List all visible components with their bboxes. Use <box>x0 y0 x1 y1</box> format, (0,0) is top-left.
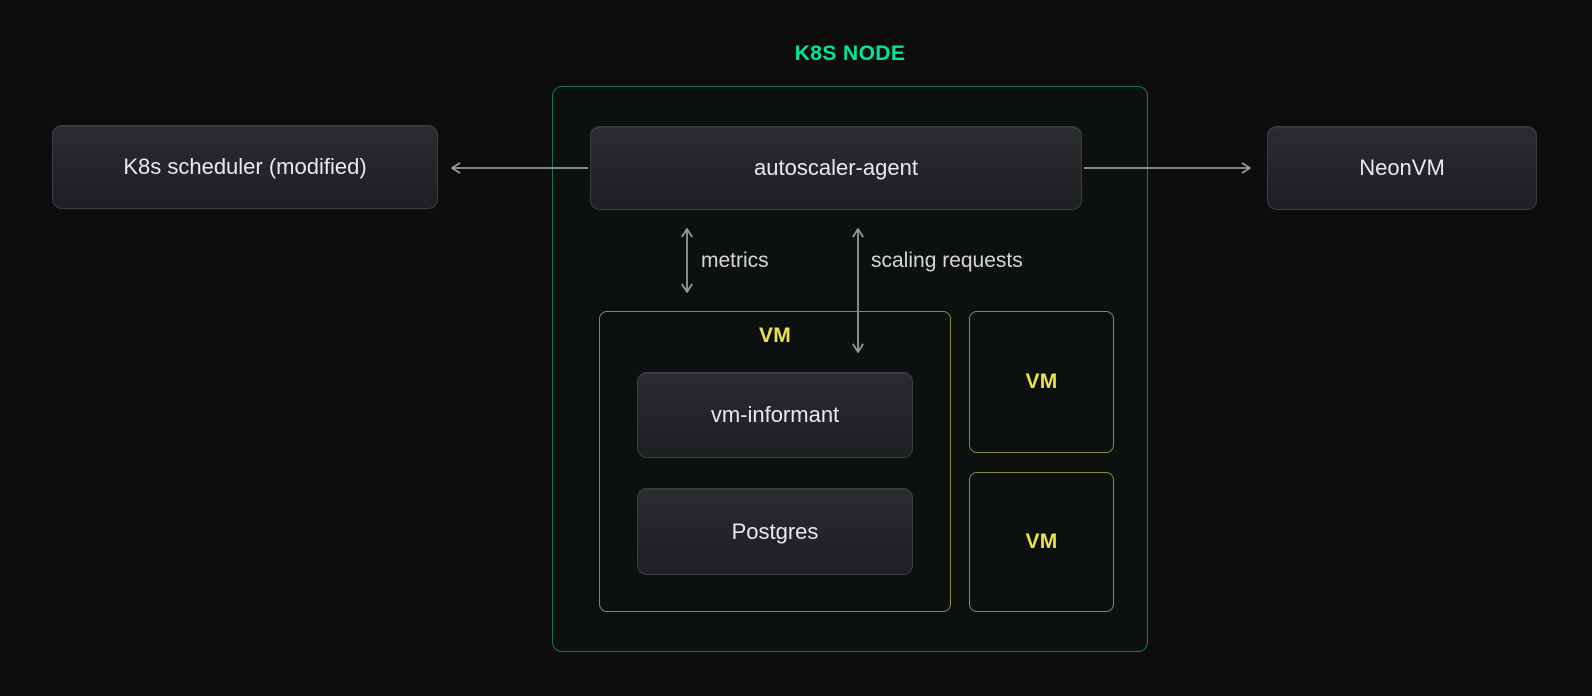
node-label: autoscaler-agent <box>754 155 918 180</box>
node-label: vm-informant <box>710 402 840 427</box>
k8s-node-boundary <box>552 86 1148 652</box>
vm-box-2: VM <box>969 311 1114 453</box>
node-postgres: Postgres <box>637 488 913 575</box>
node-k8s-scheduler: K8s scheduler (modified) <box>52 125 438 209</box>
edge-label-scaling-requests: scaling requests <box>871 249 1023 272</box>
vm-box-2-label: VM <box>1025 370 1058 393</box>
node-autoscaler-agent: autoscaler-agent <box>590 126 1082 210</box>
edge-label-metrics: metrics <box>701 249 769 272</box>
node-neonvm: NeonVM <box>1267 126 1537 210</box>
vm-group-main-label: VM <box>758 324 792 347</box>
k8s-node-title: K8S NODE <box>794 42 906 65</box>
node-label: K8s scheduler (modified) <box>123 154 367 179</box>
vm-box-3-label: VM <box>1025 530 1058 553</box>
vm-group-main: VM <box>599 311 951 612</box>
node-label: Postgres <box>731 518 819 544</box>
vm-box-3: VM <box>969 472 1114 612</box>
node-label: NeonVM <box>1359 155 1445 180</box>
node-vm-informant: vm-informant <box>637 372 913 458</box>
